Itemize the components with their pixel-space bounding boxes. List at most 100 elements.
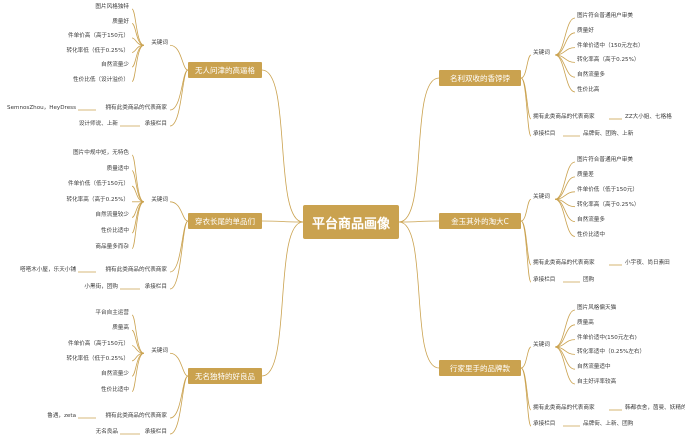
right-2-keyword: 图片风格偏天猫 <box>577 305 617 311</box>
connector-right-2-kw-5 <box>554 346 576 385</box>
left-2-rep-value: 鲁遇，zeta <box>47 413 76 419</box>
left-0-keyword: 转化率低（低于0.25%） <box>66 47 129 54</box>
connector-left-2 <box>261 221 304 377</box>
connector-left-1-kw-0 <box>131 154 145 203</box>
right-0-keyword: 质量好 <box>577 27 594 34</box>
connector-left-1-kw-2 <box>131 185 145 203</box>
right-0-keyword: 自然流量多 <box>577 72 605 79</box>
left-2-col-label: 承接栏目 <box>144 429 167 435</box>
left-2-keyword: 件单价高（高于150元） <box>67 340 129 347</box>
connector-left-0-kw-5 <box>131 44 145 82</box>
connector-right-2-col <box>520 367 532 427</box>
connector-left-1-keywords <box>169 201 189 222</box>
right-1-col-label: 承接栏目 <box>533 277 556 283</box>
connector-left-2-keywords <box>169 352 189 377</box>
left-1-keyword: 商品量多而杂 <box>95 243 129 250</box>
left-0-rep-label: 拥有此类商品的代表商家 <box>105 105 167 111</box>
left-1-keyword: 自然流量较少 <box>95 212 129 219</box>
right-2-keyword: 自然流量适中 <box>577 364 611 371</box>
connector-left-2-kw-1 <box>131 329 145 354</box>
left-2-keyword: 平台自主运营 <box>95 310 129 316</box>
connector-right-2-kw-1 <box>554 324 576 348</box>
connector-left-1-kw-1 <box>131 170 145 203</box>
connector-left-0 <box>261 69 304 223</box>
right-0-rep-label: 拥有此类商品的代表商家 <box>533 114 595 120</box>
left-1-col-label: 承接栏目 <box>144 284 167 290</box>
left-1-col-value: 小黑街，团购 <box>84 284 118 290</box>
connector-left-1 <box>261 220 304 223</box>
branch-left-2[interactable]: 无名独特的好良品 <box>188 368 262 384</box>
left-1-keyword: 质量适中 <box>106 165 129 172</box>
connector-right-0-kw-5 <box>554 54 576 93</box>
connector-left-1-kw-6 <box>131 201 145 249</box>
right-1-rep-label: 拥有此类商品的代表商家 <box>533 260 595 266</box>
branch-right-2[interactable]: 行家里手的品牌款 <box>439 360 521 376</box>
right-2-keyword-label: 关键词 <box>533 342 550 348</box>
connector-right-0-kw-0 <box>554 17 576 56</box>
connector-left-0-keywords <box>169 44 189 71</box>
left-0-col-label: 承接栏目 <box>144 121 167 127</box>
right-0-keyword: 转化率高（高于0.25%） <box>577 57 640 64</box>
connector-right-1-kw-5 <box>554 198 576 237</box>
right-1-keyword-label: 关键词 <box>533 194 550 201</box>
right-2-keyword: 转化率适中（0.25%左右） <box>577 349 646 356</box>
branch-right-1[interactable]: 金玉其外的淘大C <box>439 213 521 229</box>
left-0-col-value: 设计师说、上新 <box>78 121 118 127</box>
branch-right-0[interactable]: 名利双收的香饽饽 <box>439 70 521 86</box>
left-1-keyword: 转化率高（高于0.25%） <box>66 196 129 203</box>
right-2-keyword: 件单价适中(150元左右) <box>577 334 637 341</box>
left-0-keyword-label: 关键词 <box>151 40 168 47</box>
right-0-keyword: 件单价适中（150元左右） <box>577 42 644 49</box>
right-2-rep-label: 拥有此类商品的代表商家 <box>533 405 595 411</box>
branch-left-0[interactable]: 无人问津的高逼格 <box>188 62 262 78</box>
right-1-col-value: 团购 <box>583 277 595 283</box>
right-2-col-value: 品牌街、上新、团购 <box>583 421 634 427</box>
right-0-keyword: 性价比高 <box>577 87 600 93</box>
connector-right-1 <box>398 220 440 223</box>
left-1-keyword: 性价比适中 <box>101 228 129 234</box>
left-1-keyword-label: 关键词 <box>151 196 168 203</box>
connector-left-1-col <box>169 220 189 290</box>
left-2-keyword: 性价比适中 <box>101 386 129 393</box>
right-1-rep-value: 小宇夜、尚日素田 <box>625 260 670 266</box>
right-2-rep-value: 韩都衣舍，茵曼、妖精的口袋、裂帛 <box>625 405 685 411</box>
connector-right-1-kw-0 <box>554 161 576 200</box>
right-0-col-label: 承接栏目 <box>533 131 556 137</box>
left-0-keyword: 自然流量少 <box>101 62 129 68</box>
connector-right-1-col <box>520 220 532 283</box>
connector-left-0-kw-1 <box>131 23 145 46</box>
left-1-keyword: 件单价低（低于150元） <box>67 181 129 188</box>
connector-left-2-kw-5 <box>131 352 145 392</box>
left-2-keyword: 质量高 <box>112 325 129 332</box>
connector-left-2-col <box>169 375 189 435</box>
right-0-col-value: 品牌街、团购、上新 <box>583 131 634 137</box>
root-node[interactable]: 平台商品画像 <box>303 205 399 239</box>
left-0-keyword: 件单价高（高于150元） <box>67 33 129 39</box>
left-2-keyword-label: 关键词 <box>151 348 168 355</box>
left-0-rep-value: SemnosZhou，HeyDress <box>7 105 76 111</box>
left-1-keyword: 图片中规中矩，无特色 <box>73 150 129 156</box>
right-0-keyword: 图片符合普通用户审美 <box>577 13 633 19</box>
connector-right-0 <box>398 77 440 223</box>
right-1-keyword: 图片符合普通用户审美 <box>577 157 633 163</box>
right-1-keyword: 件单价低（低于150元） <box>577 186 639 193</box>
left-0-keyword: 图片风格独特 <box>95 4 129 10</box>
connector-right-0-keywords <box>520 54 532 79</box>
right-0-rep-value: ZZ大小姐、七格格 <box>625 114 672 120</box>
connector-right-1-kw-1 <box>554 176 576 200</box>
right-2-keyword: 质量高 <box>577 319 594 326</box>
connector-left-0-col <box>169 69 189 127</box>
right-0-keyword-label: 关键词 <box>533 50 550 56</box>
connector-right-0-kw-1 <box>554 32 576 56</box>
connector-right-2-keywords <box>520 346 532 369</box>
right-1-keyword: 转化率高（高于0.25%） <box>577 201 640 208</box>
branch-left-1[interactable]: 穿衣长尾的单品们 <box>188 213 262 229</box>
right-2-keyword: 自主好评率较高 <box>577 379 617 385</box>
right-2-col-label: 承接栏目 <box>533 421 556 427</box>
connector-right-2 <box>398 221 440 369</box>
connector-right-0-col <box>520 77 532 137</box>
left-2-keyword: 自然流量少 <box>101 371 129 378</box>
left-0-keyword: 质量好 <box>112 18 129 25</box>
connector-right-1-keywords <box>520 198 532 222</box>
